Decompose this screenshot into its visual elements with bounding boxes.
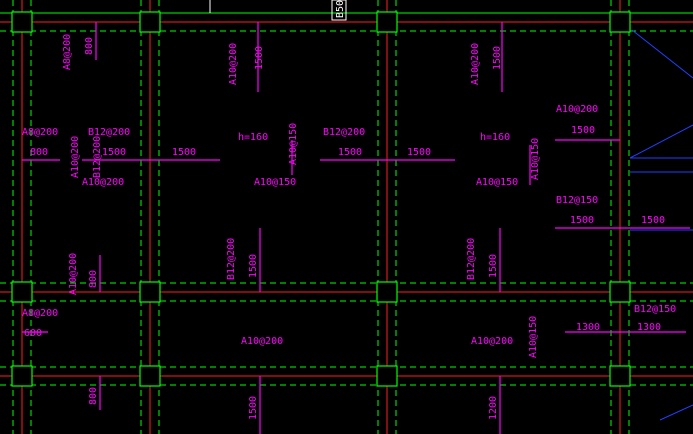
label-26: 1500 bbox=[641, 215, 665, 226]
label-44: B12@200 bbox=[92, 136, 103, 178]
label-36: A10@200 bbox=[471, 336, 513, 347]
label-40: 1300 bbox=[637, 322, 661, 333]
top-tag: B50 bbox=[335, 0, 346, 18]
label-11: B12@200 bbox=[323, 127, 365, 138]
label-9: B12@200 bbox=[88, 127, 130, 138]
rebar-lines bbox=[22, 22, 690, 434]
label-15: 800 bbox=[30, 147, 48, 158]
label-39: 1300 bbox=[576, 322, 600, 333]
label-18: 1500 bbox=[338, 147, 362, 158]
label-34: 600 bbox=[24, 328, 42, 339]
label-29: B12@200 bbox=[226, 238, 237, 280]
label-5: A10@200 bbox=[470, 43, 481, 85]
label-33: A8@200 bbox=[22, 308, 58, 319]
label-16: 1500 bbox=[102, 147, 126, 158]
label-27: A10@200 bbox=[68, 253, 79, 295]
label-42: 1500 bbox=[248, 396, 259, 420]
label-38: B12@150 bbox=[634, 304, 676, 315]
label-7: A10@200 bbox=[556, 104, 598, 115]
label-32: 1500 bbox=[488, 254, 499, 278]
label-41: 800 bbox=[88, 387, 99, 405]
label-3: A10@200 bbox=[228, 43, 239, 85]
right-outline bbox=[629, 29, 693, 421]
label-37: A10@150 bbox=[528, 316, 539, 358]
label-31: B12@200 bbox=[466, 238, 477, 280]
label-19: 1500 bbox=[407, 147, 431, 158]
label-28: 800 bbox=[88, 270, 99, 288]
label-17: 1500 bbox=[172, 147, 196, 158]
label-25: 1500 bbox=[570, 215, 594, 226]
label-35: A10@200 bbox=[241, 336, 283, 347]
label-10: h=160 bbox=[238, 132, 268, 143]
label-21: A10@150 bbox=[254, 177, 296, 188]
label-30: 1500 bbox=[248, 254, 259, 278]
label-2: 800 bbox=[84, 37, 95, 55]
label-43: 1200 bbox=[488, 396, 499, 420]
label-45: A10@200 bbox=[70, 136, 81, 178]
label-6: 1500 bbox=[492, 46, 503, 70]
label-12: h=160 bbox=[480, 132, 510, 143]
label-24: B12@150 bbox=[556, 195, 598, 206]
label-23: A10@200 bbox=[82, 177, 124, 188]
label-1: A8@200 bbox=[62, 34, 73, 70]
opening-outline bbox=[209, 0, 347, 21]
label-4: 1500 bbox=[254, 46, 265, 70]
label-13: A10@150 bbox=[288, 123, 299, 165]
label-20: 1500 bbox=[571, 125, 595, 136]
label-8: A8@200 bbox=[22, 127, 58, 138]
label-22: A10@150 bbox=[476, 177, 518, 188]
label-14: A10@150 bbox=[530, 138, 541, 180]
columns bbox=[11, 11, 631, 387]
